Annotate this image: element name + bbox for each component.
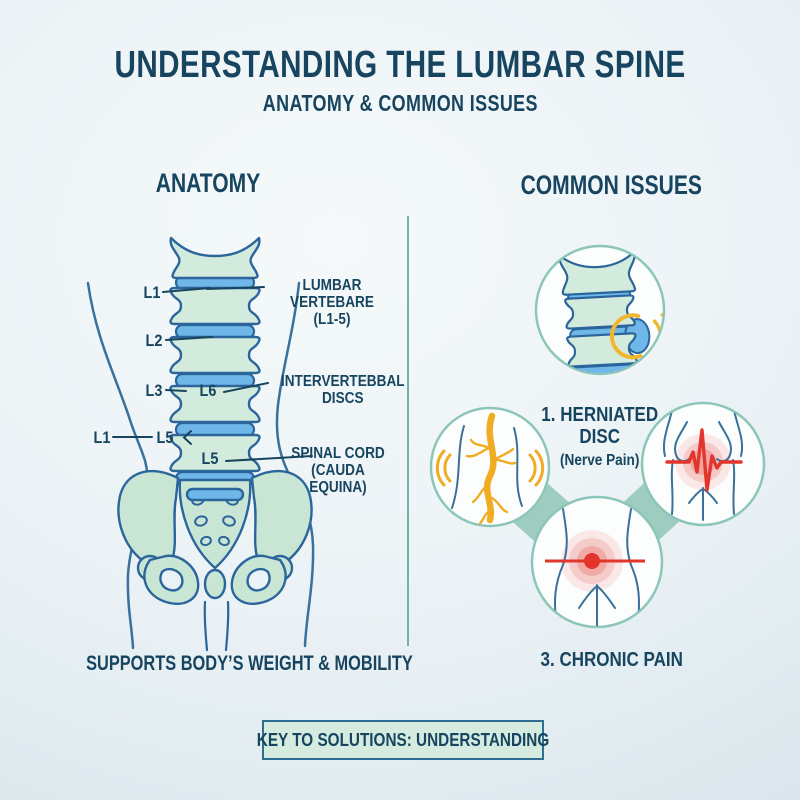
issues-cluster [429, 244, 766, 629]
callout-lumbar-vertebrae: LUMBAR VERTEBARE(L1-5) [290, 277, 374, 328]
sacral-disc [185, 487, 245, 502]
nerve-pain-icon [435, 412, 545, 525]
leader-lines [112, 286, 313, 462]
label-l6-on-vertebra: L6 [199, 381, 217, 400]
obturator-left [143, 554, 200, 605]
label-l3: L3 [145, 381, 163, 400]
banner-label: KEY TO SOLUTIONS: UNDERSTANDING [256, 729, 550, 750]
anatomy-heading: ANATOMY [155, 168, 261, 198]
ecg-pain-line [665, 428, 743, 492]
label-l2: L2 [145, 331, 163, 350]
iliac-wing-left [117, 469, 180, 571]
label-l1: L1 [143, 283, 161, 302]
pelvis [117, 469, 313, 605]
label-l5-side: L5 [156, 428, 174, 447]
lumbar-vertebrae [169, 236, 261, 473]
issues-heading: COMMON ISSUES [520, 170, 702, 200]
sacrum [178, 478, 252, 570]
label-l5-on-vertebra: L5 [201, 449, 219, 468]
chronic-pain-icon [545, 508, 645, 626]
anatomy-caption: SUPPORTS BODY’S WEIGHT & MOBILITY [86, 652, 413, 675]
back-pain-icon [663, 405, 743, 521]
vertebra-top [169, 236, 261, 280]
label-l1-lower: L1 [93, 428, 111, 447]
key-solutions-banner: KEY TO SOLUTIONS: UNDERSTANDING [257, 720, 549, 760]
herniated-disc-icon [558, 251, 663, 373]
inner-leg-lines [203, 600, 230, 652]
page-subtitle: ANATOMY & COMMON ISSUES [262, 90, 538, 116]
page-title: UNDERSTANDING THE LUMBAR SPINE [114, 44, 686, 86]
issue-chronic-pain-label: 3. CHRONIC PAIN [540, 649, 683, 671]
pain-point [584, 553, 600, 569]
obturator-right [230, 554, 287, 605]
arrow-left-icon [182, 430, 192, 445]
coccyx [203, 568, 227, 600]
